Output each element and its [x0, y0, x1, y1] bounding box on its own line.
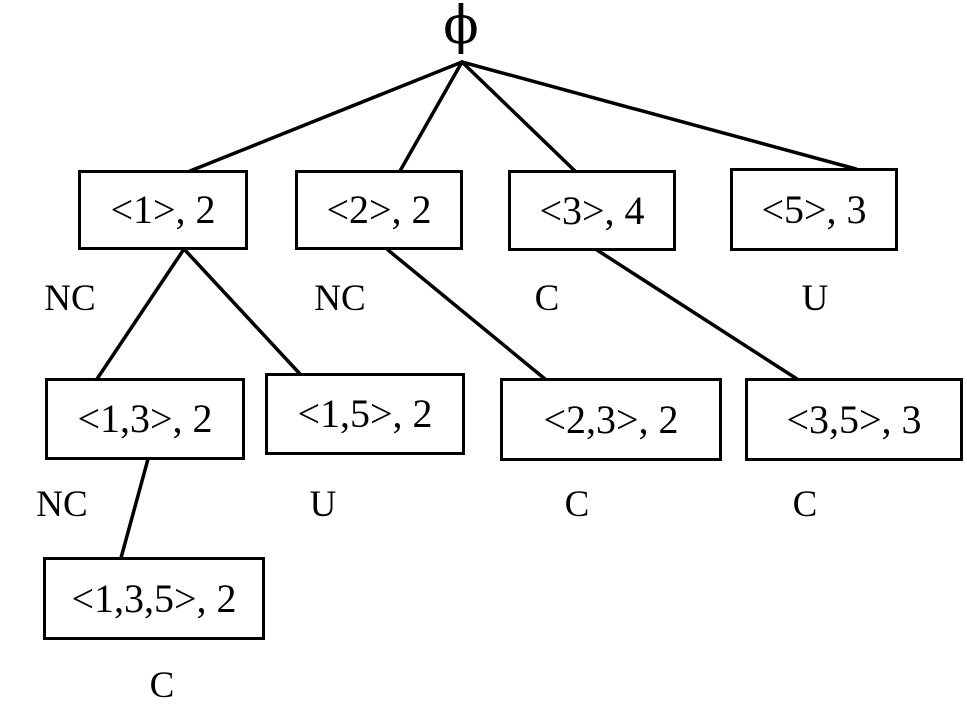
edge-seq-1-to-seq-1-5 — [182, 247, 302, 376]
node-seq-1-3-5: <1,3,5>, 2 — [43, 557, 265, 640]
edge-label-under-seq-2-3: C — [564, 484, 590, 525]
edge-seq-3-to-seq-3-5 — [595, 248, 799, 381]
node-seq-3: <3>, 4 — [508, 170, 676, 251]
edge-root-to-seq-3 — [460, 60, 577, 173]
edge-label-under-seq-5: U — [801, 278, 829, 319]
node-seq-1-5: <1,5>, 2 — [265, 373, 465, 455]
edge-label-under-seq-3-5: C — [792, 484, 818, 525]
node-seq-5: <5>, 3 — [730, 168, 898, 251]
node-seq-3-5: <3,5>, 3 — [745, 378, 963, 461]
edge-label-under-seq-1-3: NC — [36, 484, 88, 525]
node-seq-2-3: <2,3>, 2 — [500, 378, 722, 461]
edge-label-under-seq-1-5: U — [309, 484, 337, 525]
edge-seq-1-3-to-seq-1-3-5 — [119, 457, 150, 560]
node-seq-1: <1>, 2 — [78, 170, 248, 250]
edge-label-under-seq-1-3-5: C — [149, 665, 175, 706]
edge-label-under-seq-1: NC — [44, 278, 96, 319]
edge-root-to-seq-5 — [460, 60, 858, 171]
root-node-phi: ϕ — [443, 0, 479, 56]
edge-seq-1-to-seq-1-3 — [95, 247, 186, 381]
edge-root-to-seq-2 — [398, 60, 464, 173]
node-seq-1-3: <1,3>, 2 — [45, 378, 245, 460]
edge-label-under-seq-2: NC — [314, 278, 366, 319]
node-seq-2: <2>, 2 — [295, 170, 463, 250]
edge-root-to-seq-1 — [188, 60, 464, 173]
edge-seq-2-to-seq-2-3 — [386, 248, 547, 381]
edge-label-under-seq-3: C — [534, 278, 560, 319]
